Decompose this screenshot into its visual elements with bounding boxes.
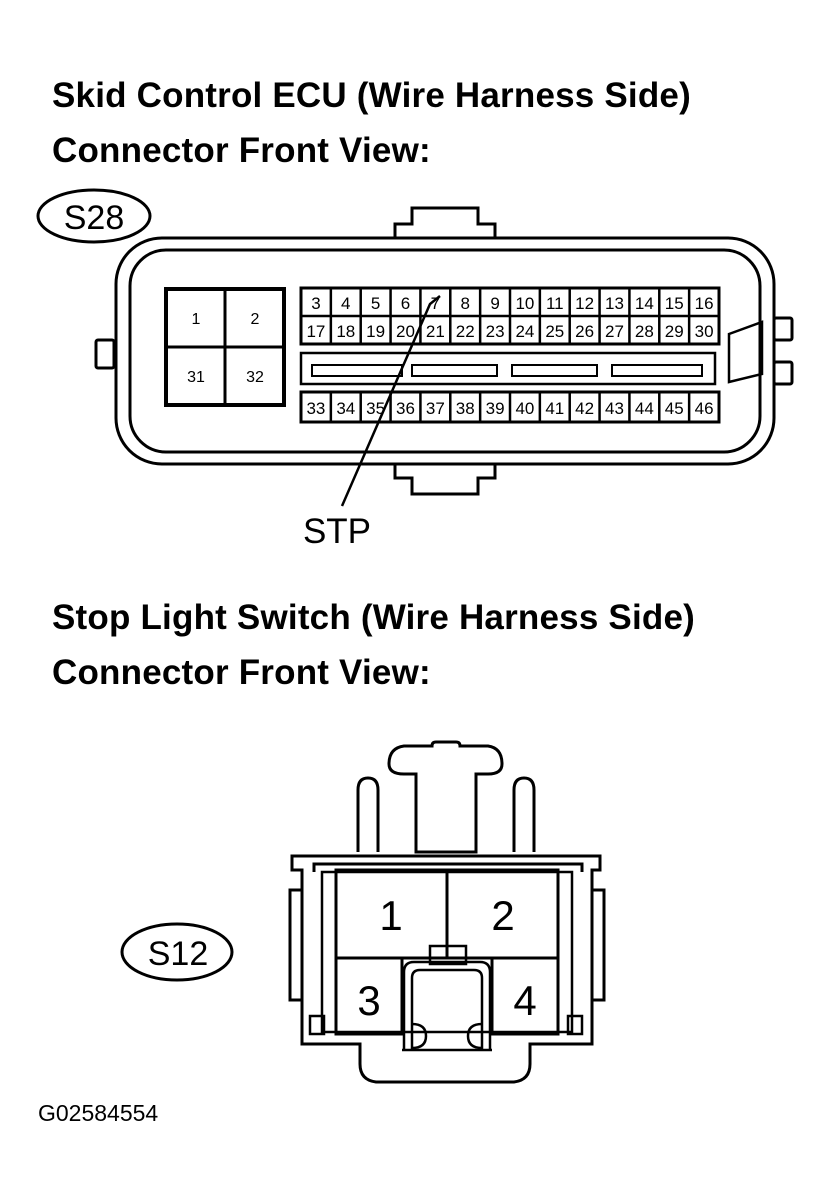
switch-pin-labels: 1 2 3 4 — [357, 892, 536, 1024]
switch-pin-label: 4 — [513, 977, 536, 1024]
ecu-pin-label: 35 — [366, 399, 385, 418]
ecu-pin-label: 34 — [336, 399, 355, 418]
ecu-pin-label: 32 — [246, 369, 264, 386]
ecu-pin-label: 12 — [575, 294, 594, 313]
ecu-connector-body — [94, 206, 794, 496]
ecu-pin-label: 27 — [605, 322, 624, 341]
switch-pin-label: 3 — [357, 977, 380, 1024]
switch-heading-line1: Stop Light Switch (Wire Harness Side) — [52, 598, 695, 637]
switch-connector-code: S12 — [148, 935, 209, 973]
ecu-pin-label: 16 — [695, 294, 714, 313]
ecu-pin-label: 6 — [401, 294, 410, 313]
ecu-pin-label: 13 — [605, 294, 624, 313]
ecu-pin-label: 5 — [371, 294, 380, 313]
ecu-pin-label: 24 — [515, 322, 534, 341]
ecu-connector-code: S28 — [64, 199, 125, 237]
switch-pin-label: 2 — [491, 892, 514, 939]
ecu-pin-label: 43 — [605, 399, 624, 418]
ecu-pin-label: 23 — [486, 322, 505, 341]
ecu-pin-label: 3 — [311, 294, 320, 313]
stp-callout-label: STP — [303, 512, 371, 551]
ecu-pin-label: 25 — [545, 322, 564, 341]
figure-id: G02584554 — [38, 1100, 159, 1126]
ecu-pin-label: 30 — [695, 322, 714, 341]
ecu-pin-label: 20 — [396, 322, 415, 341]
ecu-pin-label: 21 — [426, 322, 445, 341]
ecu-pin-label: 14 — [635, 294, 654, 313]
ecu-pin-label: 9 — [490, 294, 499, 313]
ecu-pin-label: 37 — [426, 399, 445, 418]
ecu-pin-label: 39 — [486, 399, 505, 418]
ecu-pin-label: 22 — [456, 322, 475, 341]
ecu-pin-label: 8 — [460, 294, 469, 313]
ecu-pin-label: 26 — [575, 322, 594, 341]
ecu-pin-label: 36 — [396, 399, 415, 418]
ecu-heading-line2: Connector Front View: — [52, 131, 431, 170]
ecu-pin-label: 40 — [515, 399, 534, 418]
ecu-pin-label: 18 — [336, 322, 355, 341]
switch-connector-body — [288, 740, 606, 1084]
ecu-pin-label: 2 — [251, 311, 260, 328]
ecu-connector-code-oval — [36, 188, 152, 244]
ecu-pin-label: 7 — [431, 294, 440, 313]
ecu-pin-label: 4 — [341, 294, 350, 313]
ecu-pin-label: 44 — [635, 399, 654, 418]
ecu-heading-line1: Skid Control ECU (Wire Harness Side) — [52, 76, 691, 115]
ecu-pin-label: 28 — [635, 322, 654, 341]
ecu-pin-label: 1 — [192, 311, 201, 328]
ecu-pin-label: 38 — [456, 399, 475, 418]
ecu-pin-label: 33 — [306, 399, 325, 418]
ecu-pin-label: 31 — [187, 369, 205, 386]
ecu-pin-label: 46 — [695, 399, 714, 418]
ecu-pin-label: 10 — [515, 294, 534, 313]
switch-heading-line2: Connector Front View: — [52, 653, 431, 692]
stp-callout-leader — [340, 295, 441, 507]
ecu-pin-label: 42 — [575, 399, 594, 418]
switch-connector-code-oval — [120, 922, 234, 982]
ecu-pin-label: 11 — [546, 294, 564, 313]
ecu-pin-label: 15 — [665, 294, 684, 313]
ecu-pin-label: 45 — [665, 399, 684, 418]
switch-pin-label: 1 — [379, 892, 402, 939]
ecu-pin-label: 19 — [366, 322, 385, 341]
ecu-pin-label: 29 — [665, 322, 684, 341]
ecu-large-pin-labels: 1 2 31 32 — [187, 311, 264, 386]
ecu-pin-label: 41 — [545, 399, 564, 418]
ecu-pin-label: 17 — [306, 322, 325, 341]
